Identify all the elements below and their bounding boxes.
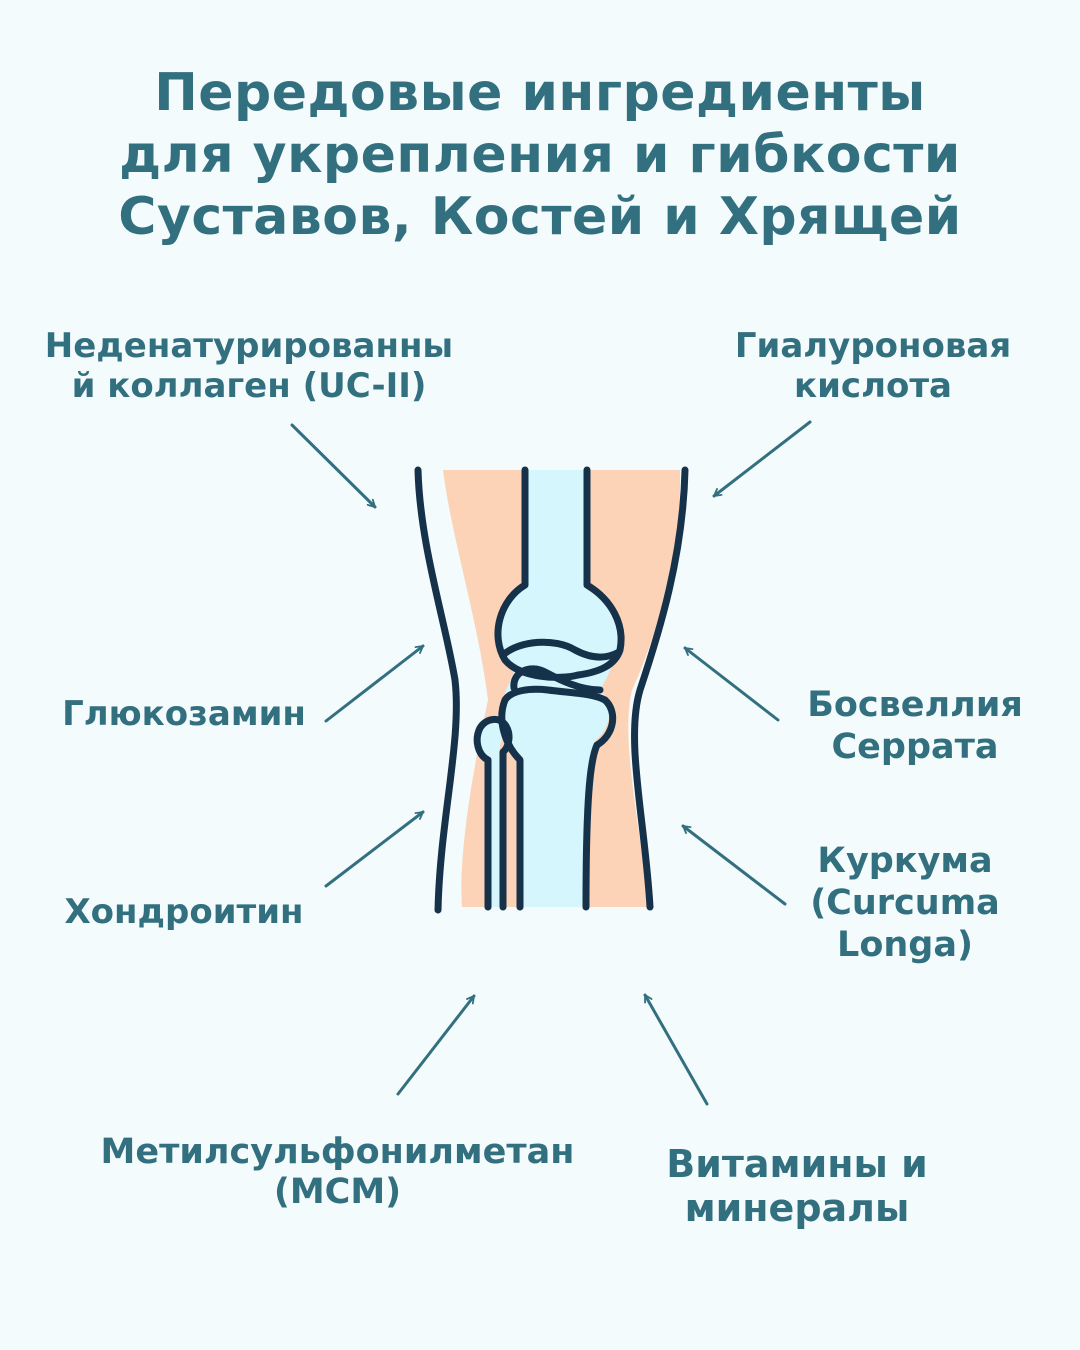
arrow-icon xyxy=(683,646,780,722)
label-boswellia-line-2: Серрата xyxy=(831,727,999,767)
title-line-2: для укрепления и гибкости xyxy=(119,125,961,185)
label-curcuma-line-1: Куркума xyxy=(817,841,993,881)
title-line-1: Передовые ингредиенты xyxy=(154,63,926,123)
label-boswellia-line-1: Босвеллия xyxy=(807,685,1023,725)
label-msm: Метилсульфонилметан (МСМ) xyxy=(60,1132,615,1212)
label-chondroitin-line-1: Хондроитин xyxy=(64,892,304,932)
page-title: Передовые ингредиенты для укрепления и г… xyxy=(0,62,1080,248)
label-glucosamine-line-1: Глюкозамин xyxy=(62,694,306,734)
arrow-icon xyxy=(712,420,812,498)
label-collagen: Неденатурированны й коллаген (UC-II) xyxy=(28,326,470,406)
leg-outline-right xyxy=(631,466,689,911)
knee-joint-illustration xyxy=(414,466,689,914)
tibia-outline xyxy=(498,685,617,911)
label-curcuma: Куркума (Curcuma Longa) xyxy=(790,840,1020,966)
meniscus-outline xyxy=(510,665,604,694)
label-msm-line-1: Метилсульфонилметан xyxy=(100,1132,575,1172)
label-vitamins-minerals: Витамины и минералы xyxy=(632,1142,962,1230)
label-msm-line-2: (МСМ) xyxy=(273,1172,402,1212)
leg-outline-left xyxy=(414,466,460,914)
label-hyaluronic-line-1: Гиалуроновая xyxy=(734,326,1012,366)
label-glucosamine: Глюкозамин xyxy=(44,694,324,734)
title-line-3: Суставов, Костей и Хрящей xyxy=(118,187,962,247)
label-vitamins-line-2: минералы xyxy=(684,1186,910,1230)
arrow-icon xyxy=(396,994,476,1096)
arrow-icon xyxy=(290,423,377,509)
label-vitamins-line-1: Витамины и xyxy=(666,1142,928,1186)
arrow-icon xyxy=(324,810,425,888)
label-chondroitin: Хондроитин xyxy=(44,892,324,932)
label-collagen-line-2: й коллаген (UC-II) xyxy=(71,366,427,406)
label-curcuma-line-2: (Curcuma xyxy=(810,883,1000,923)
femur-outline xyxy=(494,466,625,681)
femur-condyle-line xyxy=(499,638,623,661)
arrows xyxy=(290,420,812,1106)
label-hyaluronic-line-2: кислота xyxy=(794,366,952,406)
arrow-icon xyxy=(324,644,425,723)
label-boswellia: Босвеллия Серрата xyxy=(790,684,1040,768)
arrow-icon xyxy=(643,993,709,1106)
fibula-outline xyxy=(473,716,513,911)
arrow-icon xyxy=(681,824,787,906)
label-collagen-line-1: Неденатурированны xyxy=(44,326,454,366)
label-curcuma-line-3: Longa) xyxy=(837,925,973,965)
label-hyaluronic-acid: Гиалуроновая кислота xyxy=(712,326,1034,406)
